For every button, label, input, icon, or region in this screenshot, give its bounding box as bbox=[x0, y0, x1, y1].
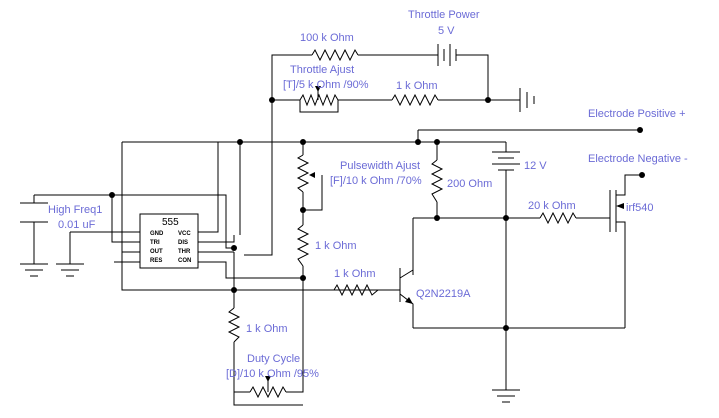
ground-main bbox=[492, 389, 520, 403]
junction-dot bbox=[503, 215, 509, 221]
label-pulsewidth-pot: [F]/10 k Ohm /70% bbox=[330, 175, 422, 187]
resistor-1k-throttle bbox=[391, 93, 439, 107]
label-100k: 100 k Ohm bbox=[300, 32, 354, 44]
junction-dot bbox=[434, 215, 440, 221]
label-1k-low: 1 k Ohm bbox=[246, 323, 288, 335]
wires bbox=[33, 54, 642, 406]
junction-dot bbox=[237, 139, 243, 145]
potentiometer-duty bbox=[249, 385, 287, 399]
resistor-1k-mid bbox=[296, 224, 310, 267]
label-200-ohm: 200 Ohm bbox=[447, 178, 492, 190]
label-1k-mid: 1 k Ohm bbox=[315, 240, 357, 252]
capacitor-high-freq bbox=[20, 202, 48, 223]
junction-dot bbox=[434, 139, 440, 145]
junction-dot bbox=[231, 287, 237, 293]
junction-dot bbox=[415, 139, 421, 145]
label-1k-throttle: 1 k Ohm bbox=[396, 80, 438, 92]
pulsewidth-wiper-arrow bbox=[309, 172, 315, 178]
resistor-100k bbox=[311, 48, 359, 62]
label-electrode-positive: Electrode Positive + bbox=[588, 108, 686, 120]
junction-dot bbox=[300, 275, 306, 281]
label-duty-cycle: Duty Cycle bbox=[247, 353, 300, 365]
battery-12v bbox=[492, 151, 520, 171]
junction-dot bbox=[231, 245, 237, 251]
ground-555 bbox=[56, 263, 84, 277]
ic-pin-res: RES bbox=[150, 258, 162, 264]
throttle-wiper-arrow bbox=[315, 86, 321, 92]
ic-pin-con: CON bbox=[178, 258, 191, 264]
ground-throttle bbox=[519, 88, 535, 112]
label-high-freq: High Freq1 bbox=[48, 204, 102, 216]
ic-555: 555 GND TRI OUT RES VCC DIS THR CON bbox=[139, 213, 199, 269]
label-transistor: Q2N2219A bbox=[416, 288, 471, 300]
label-throttle-pot: [T]/5 k Ohm /90% bbox=[283, 79, 369, 91]
potentiometer-pulsewidth bbox=[296, 154, 310, 193]
label-throttle-power: Throttle Power bbox=[408, 9, 480, 21]
ic-pin-dis: DIS bbox=[178, 240, 188, 246]
transistor-emitter-arrow bbox=[405, 297, 413, 304]
label-12v: 12 V bbox=[524, 160, 547, 172]
label-duty-pot: [D]/10 k Ohm /95% bbox=[226, 368, 319, 380]
ground-cap bbox=[20, 263, 48, 277]
label-5v: 5 V bbox=[438, 25, 455, 37]
ic-pin-tri: TRI bbox=[150, 240, 160, 246]
duty-wiper-arrow bbox=[265, 376, 271, 382]
mosfet-arrow bbox=[616, 203, 624, 209]
label-mosfet: irf540 bbox=[626, 202, 654, 214]
label-pulsewidth-adjust: Pulsewidth Ajust bbox=[340, 160, 420, 172]
electrode-positive-terminal bbox=[637, 127, 643, 133]
label-20k: 20 k Ohm bbox=[528, 200, 576, 212]
junction-dot bbox=[300, 207, 306, 213]
potentiometer-throttle bbox=[299, 93, 339, 107]
ic-pin-gnd: GND bbox=[150, 231, 164, 237]
label-electrode-negative: Electrode Negative - bbox=[588, 153, 688, 165]
label-1k-base: 1 k Ohm bbox=[334, 268, 376, 280]
ic-pin-out: OUT bbox=[150, 249, 163, 255]
battery-5v bbox=[432, 44, 462, 66]
junction-dot bbox=[485, 97, 491, 103]
resistor-20k bbox=[539, 211, 577, 225]
label-cap-value: 0.01 uF bbox=[58, 219, 96, 231]
electrode-negative-terminal bbox=[639, 172, 645, 178]
resistor-1k-base bbox=[333, 283, 379, 297]
label-throttle-adjust: Throttle Ajust bbox=[290, 64, 354, 76]
resistor-200 bbox=[430, 159, 444, 203]
ic-pin-thr: THR bbox=[178, 249, 191, 255]
junction-dot bbox=[109, 192, 115, 198]
junction-dot bbox=[300, 139, 306, 145]
ic-555-title: 555 bbox=[162, 217, 179, 228]
ic-pin-vcc: VCC bbox=[178, 231, 191, 237]
junction-dot bbox=[503, 325, 509, 331]
resistor-1k-low bbox=[227, 307, 241, 343]
junction-dot bbox=[269, 97, 275, 103]
